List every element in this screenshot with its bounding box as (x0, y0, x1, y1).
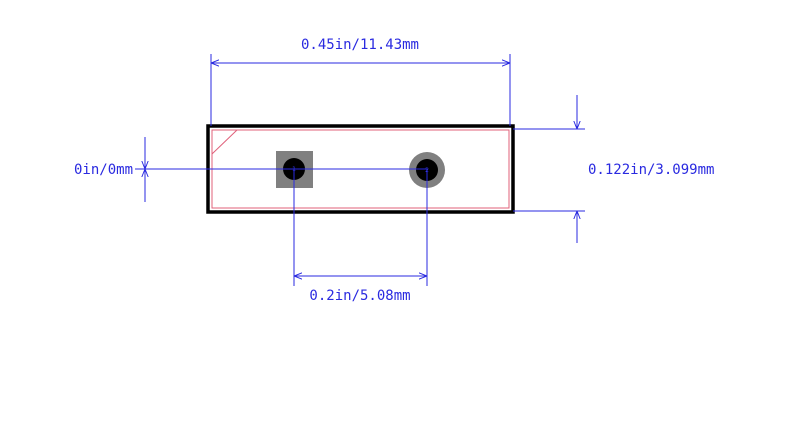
height-dimension-label: 0.122in/3.099mm (588, 162, 714, 178)
pitch-dimension-label: 0.2in/5.08mm (309, 288, 410, 304)
pitch-dimension (293, 169, 428, 286)
height-dimension (513, 95, 585, 243)
width-dimension (210, 54, 511, 126)
origin-dimension (135, 137, 155, 202)
origin-dimension-label: 0in/0mm (74, 162, 133, 178)
width-dimension-label: 0.45in/11.43mm (301, 37, 419, 53)
pin1-chamfer (211, 129, 238, 155)
